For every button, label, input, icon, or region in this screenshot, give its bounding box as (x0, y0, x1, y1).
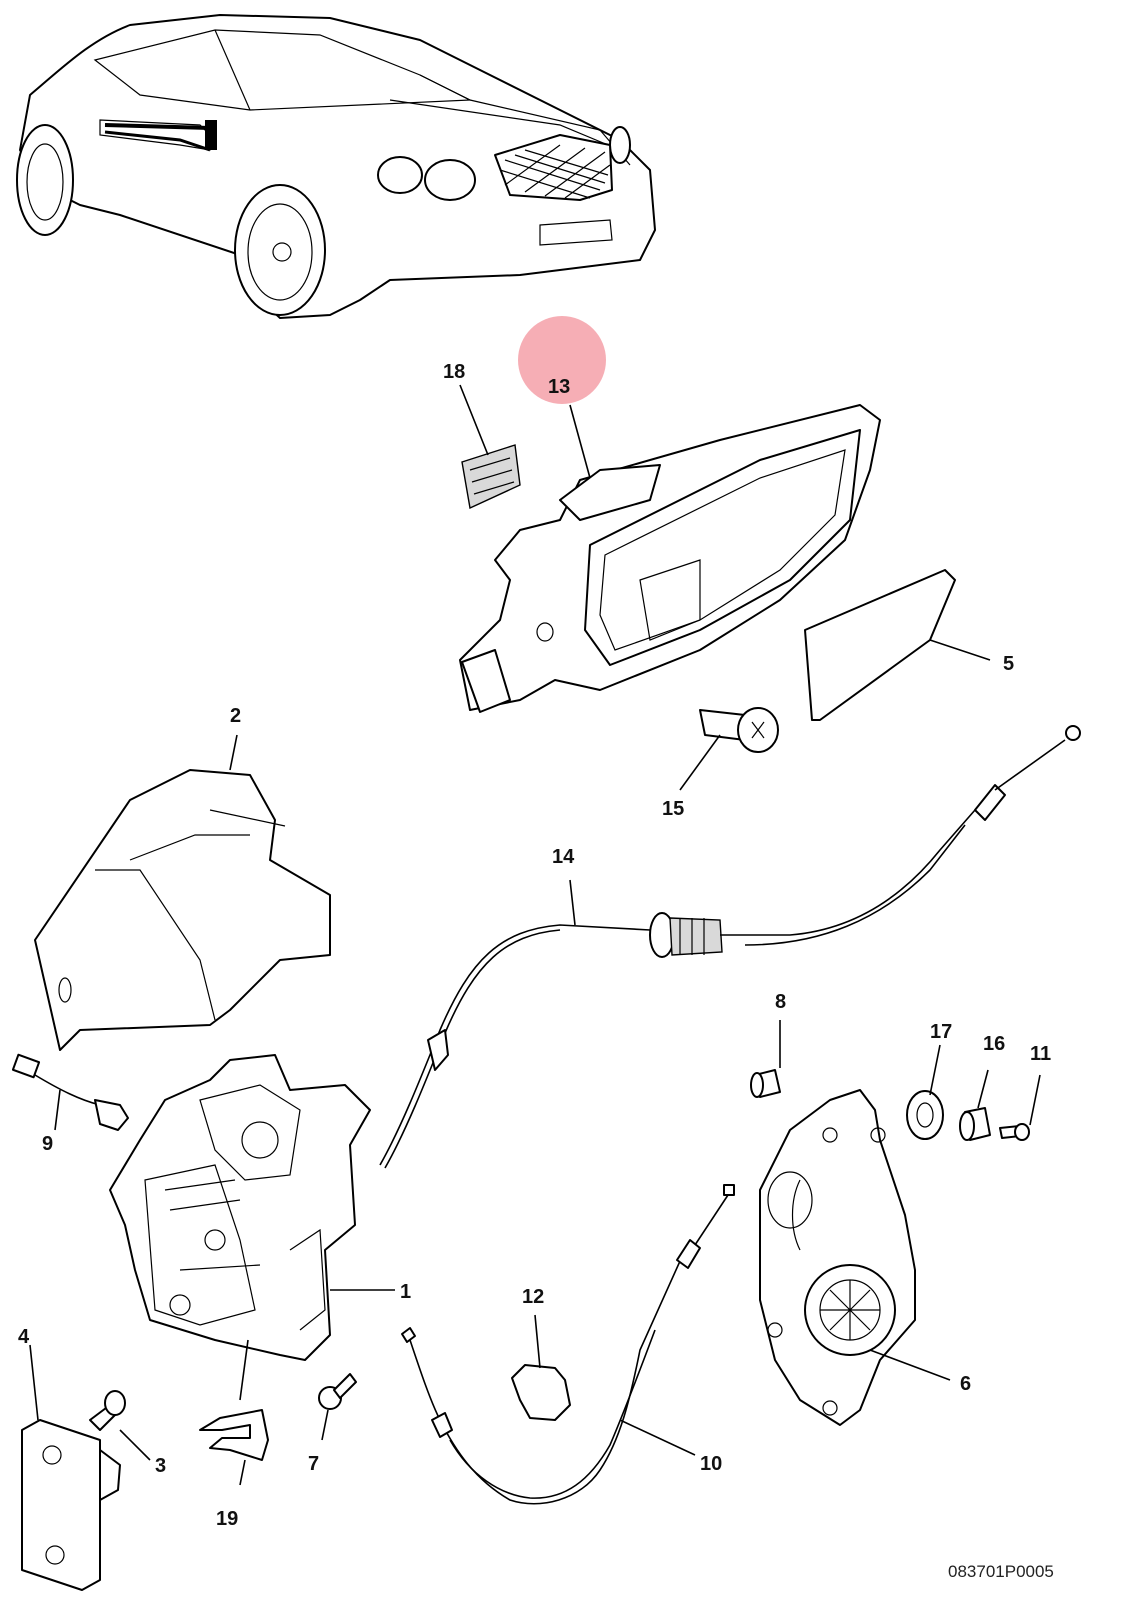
callout-18: 18 (443, 361, 465, 383)
striker-4 (21, 1419, 121, 1591)
screw-11 (999, 1123, 1030, 1141)
grommet-17 (906, 1090, 944, 1140)
highlight-marker (518, 316, 606, 404)
clip-12 (511, 1364, 571, 1421)
car-illustration (16, 14, 656, 319)
callout-13: 13 (548, 376, 570, 398)
callout-11: 11 (1030, 1043, 1051, 1065)
callout-labels: 1 2 3 4 5 6 7 8 9 10 11 12 13 14 15 16 1… (18, 361, 1051, 1530)
callout-14: 14 (552, 846, 575, 868)
callout-5: 5 (1003, 653, 1014, 675)
leader-lines (29, 384, 1041, 1486)
document-code: 083701P0005 (948, 1562, 1054, 1581)
callout-9: 9 (42, 1133, 53, 1155)
callout-19: 19 (216, 1508, 238, 1530)
callout-7: 7 (308, 1453, 319, 1475)
screw-15 (699, 707, 779, 753)
interior-handle-assembly (459, 404, 881, 713)
callout-3: 3 (155, 1455, 166, 1477)
callout-12: 12 (522, 1286, 544, 1308)
callout-16: 16 (983, 1033, 1005, 1055)
callout-2: 2 (230, 705, 241, 727)
cable-14 (379, 725, 1081, 1169)
callout-15: 15 (662, 798, 684, 820)
callout-4: 4 (18, 1326, 30, 1348)
connector-9 (11, 1053, 129, 1131)
handle-cover-5 (804, 569, 956, 721)
callout-1: 1 (400, 1281, 411, 1303)
callout-6: 6 (960, 1373, 971, 1395)
callout-10: 10 (700, 1453, 722, 1475)
cable-10 (401, 1184, 735, 1505)
actuator-6 (759, 1089, 916, 1426)
screw-7 (318, 1373, 357, 1410)
callout-17: 17 (930, 1021, 952, 1043)
callout-8: 8 (775, 991, 786, 1013)
clip-19 (199, 1409, 269, 1461)
screw-3 (89, 1390, 126, 1431)
spacer-16 (959, 1107, 991, 1141)
door-lock-1 (109, 1054, 371, 1361)
bushing-8 (750, 1069, 781, 1098)
cover-plate-2 (34, 769, 331, 1051)
